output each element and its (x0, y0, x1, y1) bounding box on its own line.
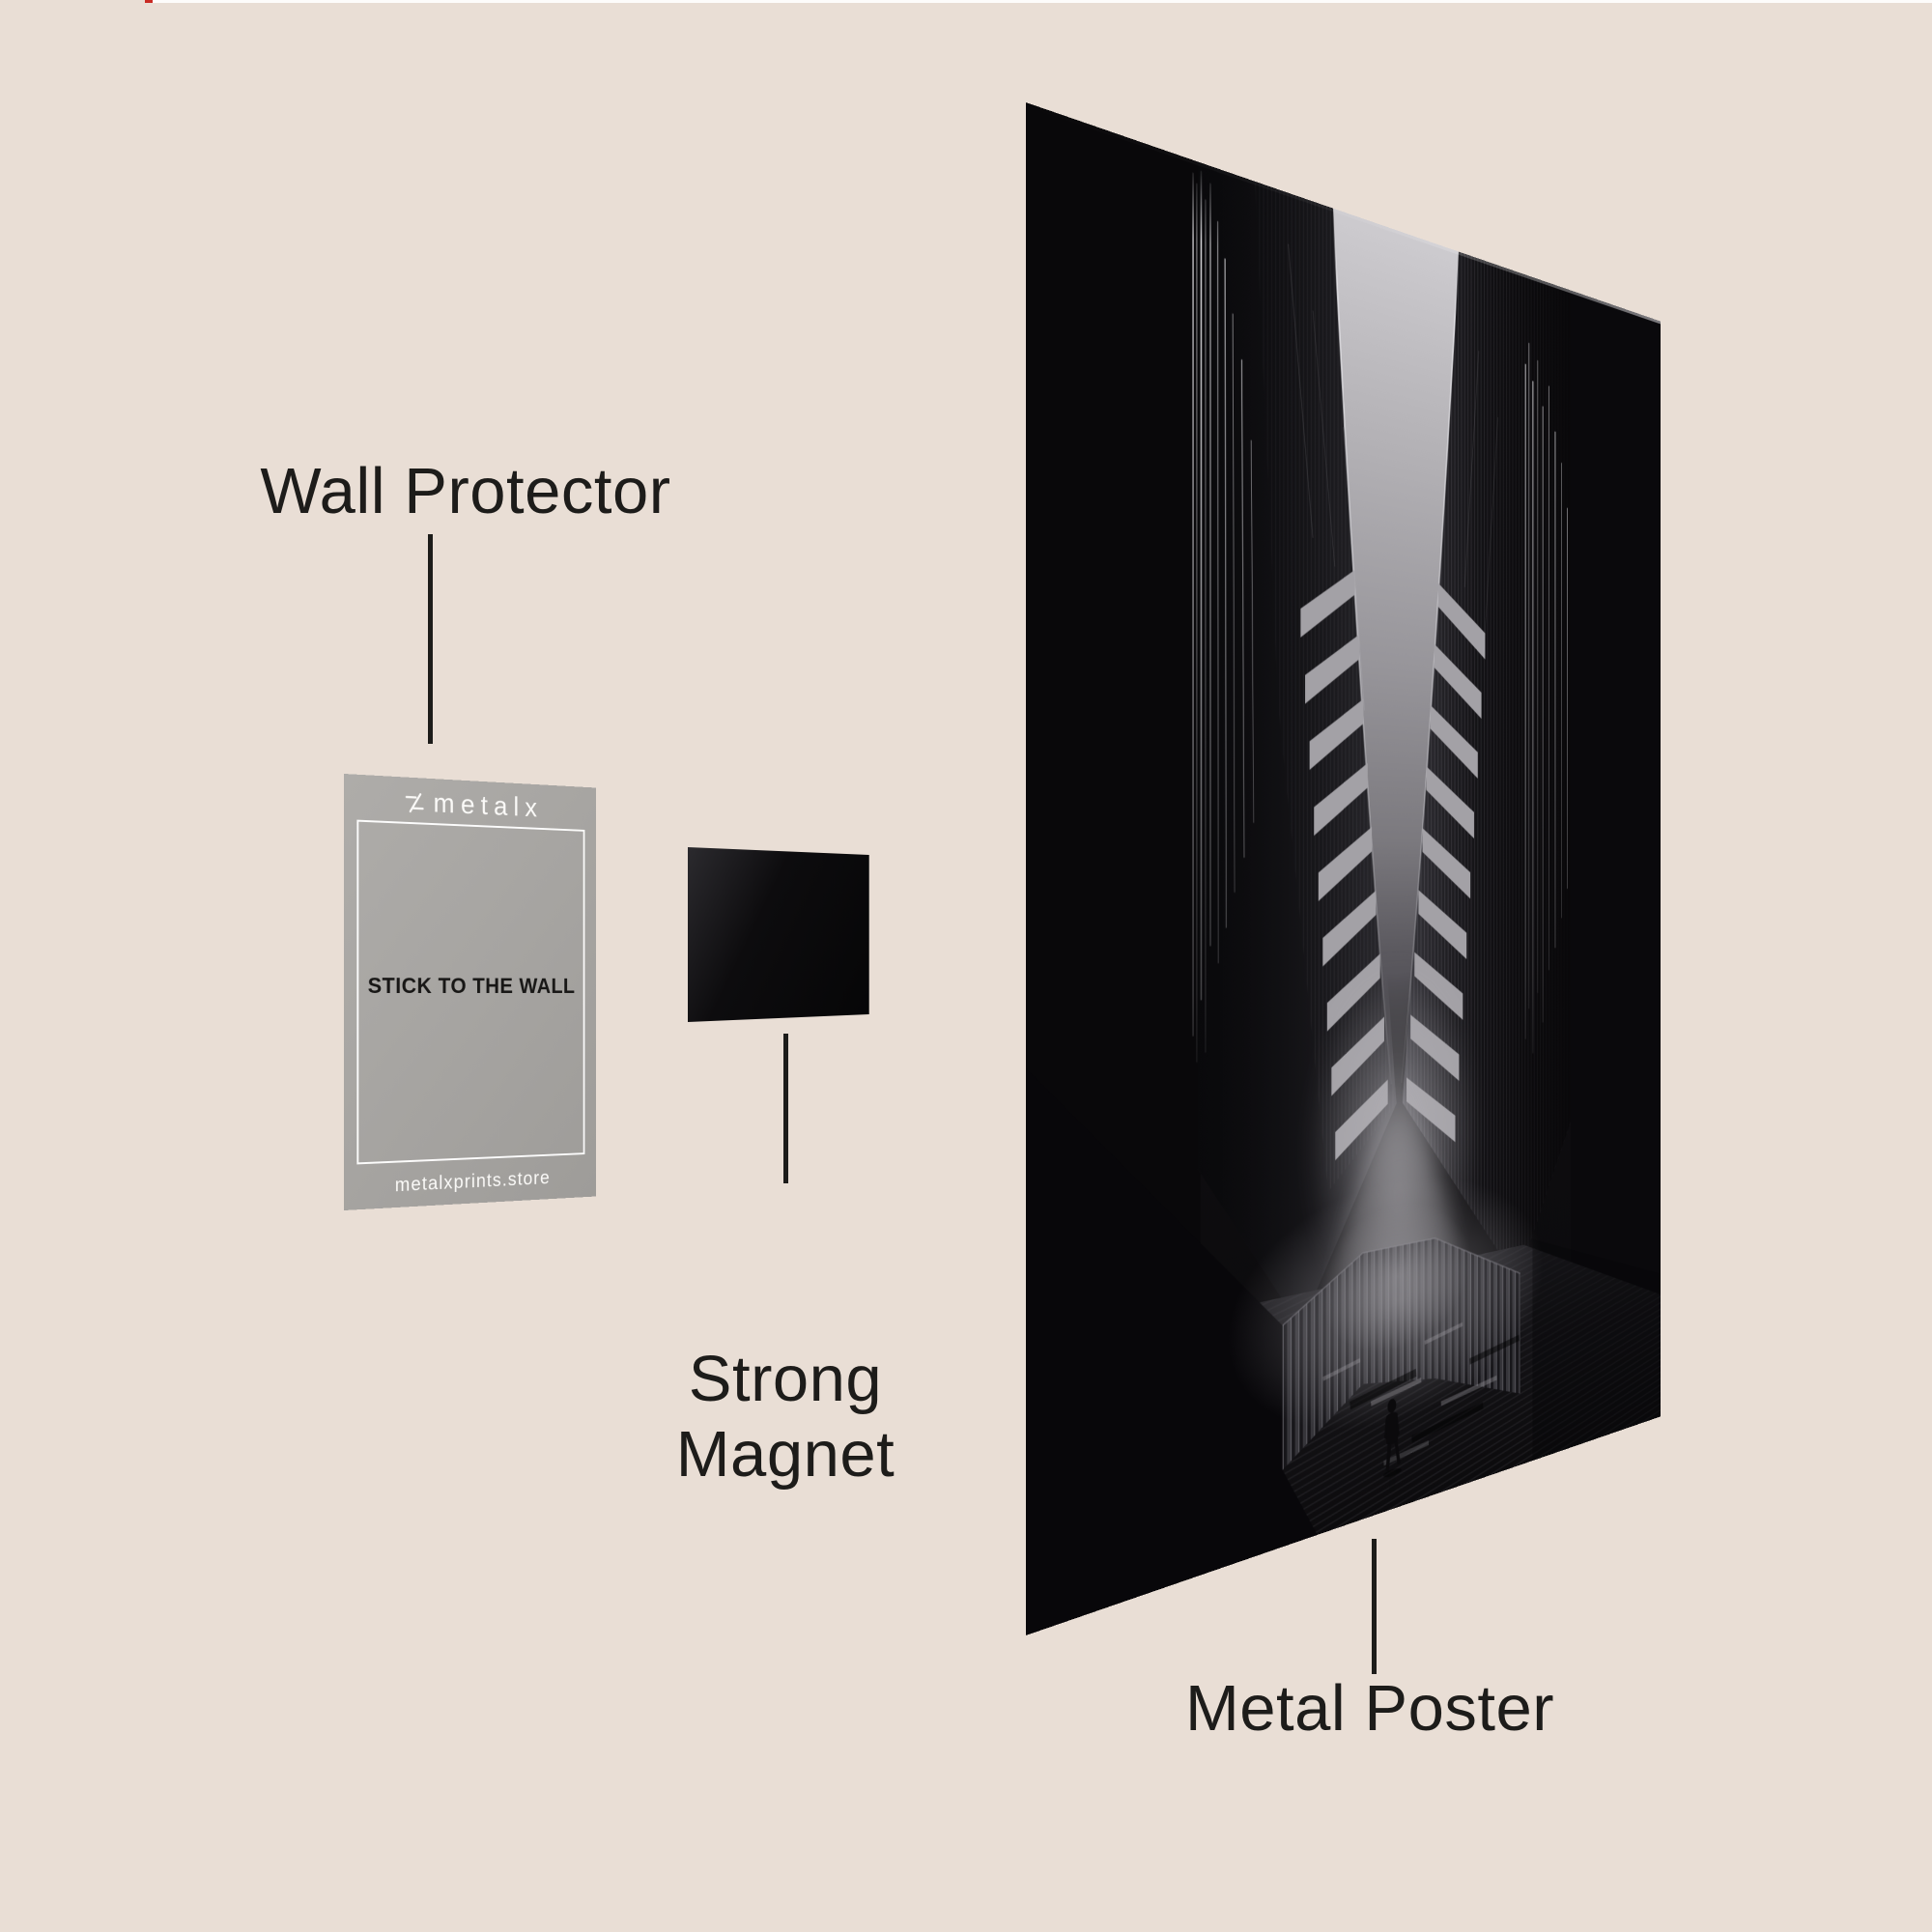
metalx-logo-text: metalx (433, 787, 543, 823)
top-edge-highlight (152, 0, 1932, 3)
strong-magnet-label-line2: Magnet (675, 1418, 895, 1491)
strong-magnet-leader-line (783, 1034, 788, 1183)
left-shadow-wedge (1026, 1041, 1318, 1635)
metal-poster (1026, 102, 1661, 1635)
top-edge-red-artifact (145, 0, 153, 3)
person-reflection (1389, 1469, 1396, 1492)
metalx-logo-icon (403, 790, 425, 815)
store-url-text: metalxprints.store (394, 1167, 551, 1197)
wall-protector-leader-line (428, 534, 433, 744)
wall-protector-card: metalx STICK TO THE WALL metalxprints.st… (344, 774, 597, 1210)
wall-protector-label: Wall Protector (260, 455, 671, 527)
stick-to-the-wall-text: STICK TO THE WALL (367, 973, 576, 998)
strong-magnet (688, 847, 869, 1022)
strong-magnet-label-line1: Strong (688, 1343, 883, 1415)
metal-poster-label: Metal Poster (1184, 1672, 1555, 1745)
strong-magnet-label: Strong Magnet (486, 1342, 1085, 1492)
metal-poster-leader-line (1372, 1539, 1377, 1674)
metalx-logo: metalx (344, 784, 596, 825)
metal-poster-artwork (1026, 102, 1661, 1635)
